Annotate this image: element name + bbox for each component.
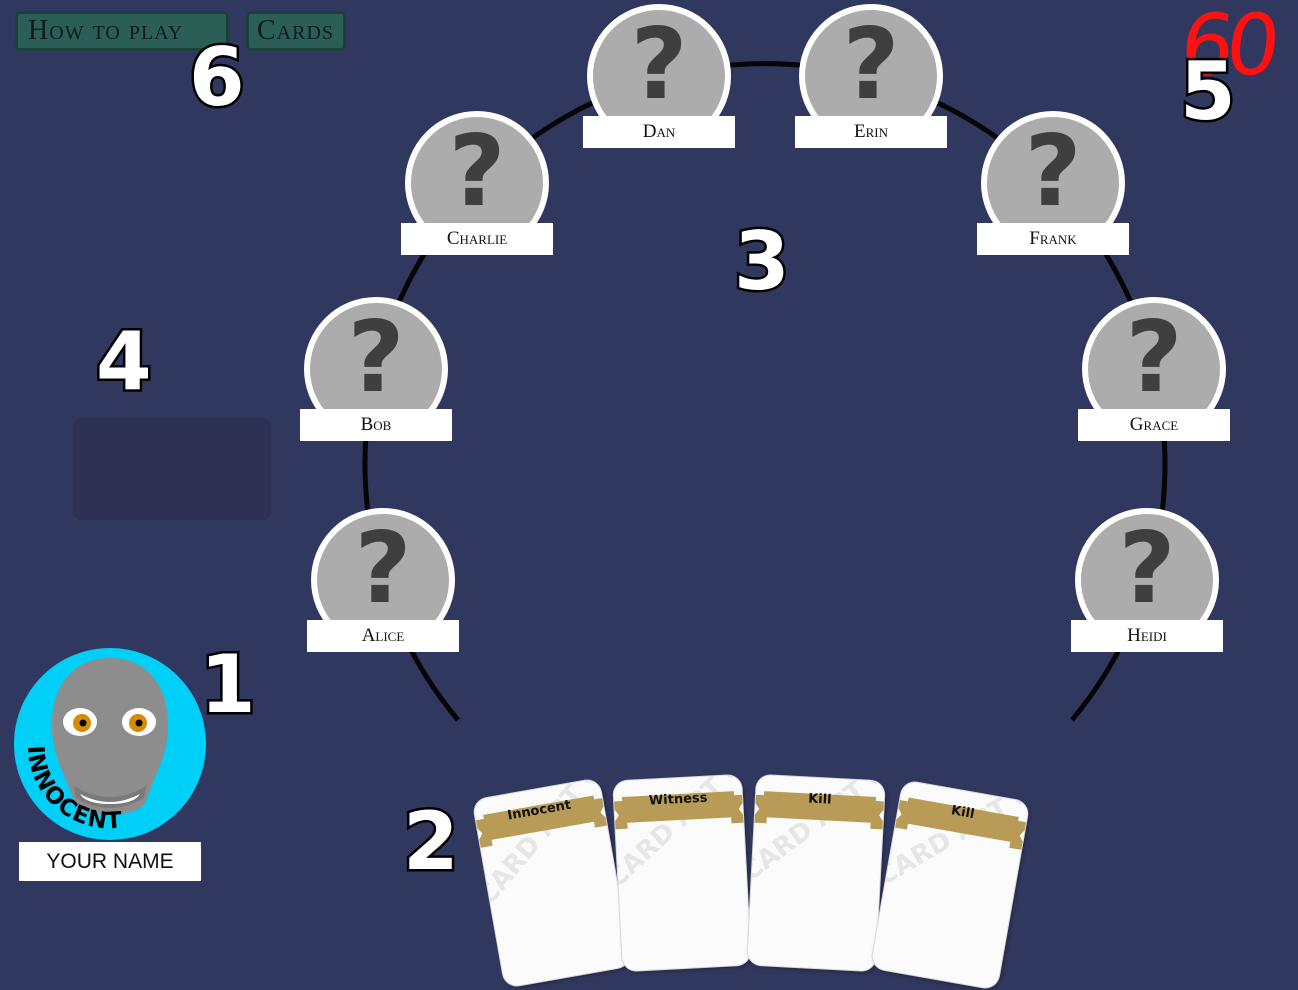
card-ribbon [613, 791, 750, 830]
player-seat-frank[interactable]: ? Frank [977, 111, 1129, 263]
table-arc [362, 61, 1168, 722]
card-ribbon [748, 791, 885, 830]
hand-card-kill[interactable]: CARD ART CARD ART Kill [870, 780, 1030, 990]
player-name: Bob [300, 409, 452, 441]
player-name: Erin [795, 116, 947, 148]
unknown-player-icon: ? [842, 8, 900, 122]
unknown-player-icon: ? [1125, 301, 1183, 415]
player-seat-grace[interactable]: ? Grace [1078, 297, 1230, 449]
my-avatar: INNOCENT [14, 648, 206, 840]
unknown-player-icon: ? [1024, 115, 1082, 229]
player-name: Frank [977, 223, 1129, 255]
player-name: Heidi [1071, 620, 1223, 652]
hand-card-witness[interactable]: CARD ART CARD ART Witness [613, 774, 751, 972]
unknown-player-icon: ? [1118, 512, 1176, 626]
player-name: Dan [583, 116, 735, 148]
unknown-player-icon: ? [347, 301, 405, 415]
card-ribbon [472, 795, 613, 849]
tutorial-marker-6: 6 [187, 31, 248, 124]
tutorial-marker-4: 4 [94, 315, 155, 408]
hand-card-kill[interactable]: CARD ART CARD ART Kill [747, 774, 885, 972]
tutorial-marker-2: 2 [401, 795, 462, 888]
unknown-player-icon: ? [448, 115, 506, 229]
player-seat-erin[interactable]: ? Erin [795, 4, 947, 156]
player-seat-bob[interactable]: ? Bob [300, 297, 452, 449]
hand-card-innocent[interactable]: CARD ART CARD ART Innocent [472, 778, 632, 988]
svg-text:INNOCENT: INNOCENT [22, 745, 124, 835]
unknown-player-icon: ? [630, 8, 688, 122]
my-name: YOUR NAME [19, 842, 201, 881]
my-role-label: INNOCENT [22, 745, 124, 835]
tutorial-marker-1: 1 [198, 638, 259, 731]
player-name: Alice [307, 620, 459, 652]
tutorial-marker-5: 5 [1178, 45, 1239, 138]
tutorial-marker-3: 3 [732, 215, 793, 308]
player-seat-heidi[interactable]: ? Heidi [1071, 508, 1223, 660]
player-name: Charlie [401, 223, 553, 255]
player-seat-alice[interactable]: ? Alice [307, 508, 459, 660]
player-name: Grace [1078, 409, 1230, 441]
card-ribbon [889, 797, 1030, 851]
cards-button[interactable]: Cards [246, 11, 346, 51]
played-card-slot[interactable] [73, 418, 271, 520]
bald-head-icon [51, 658, 169, 814]
player-seat-charlie[interactable]: ? Charlie [401, 111, 553, 263]
unknown-player-icon: ? [354, 512, 412, 626]
how-to-play-button[interactable]: How to play [15, 11, 229, 51]
player-seat-dan[interactable]: ? Dan [583, 4, 735, 156]
